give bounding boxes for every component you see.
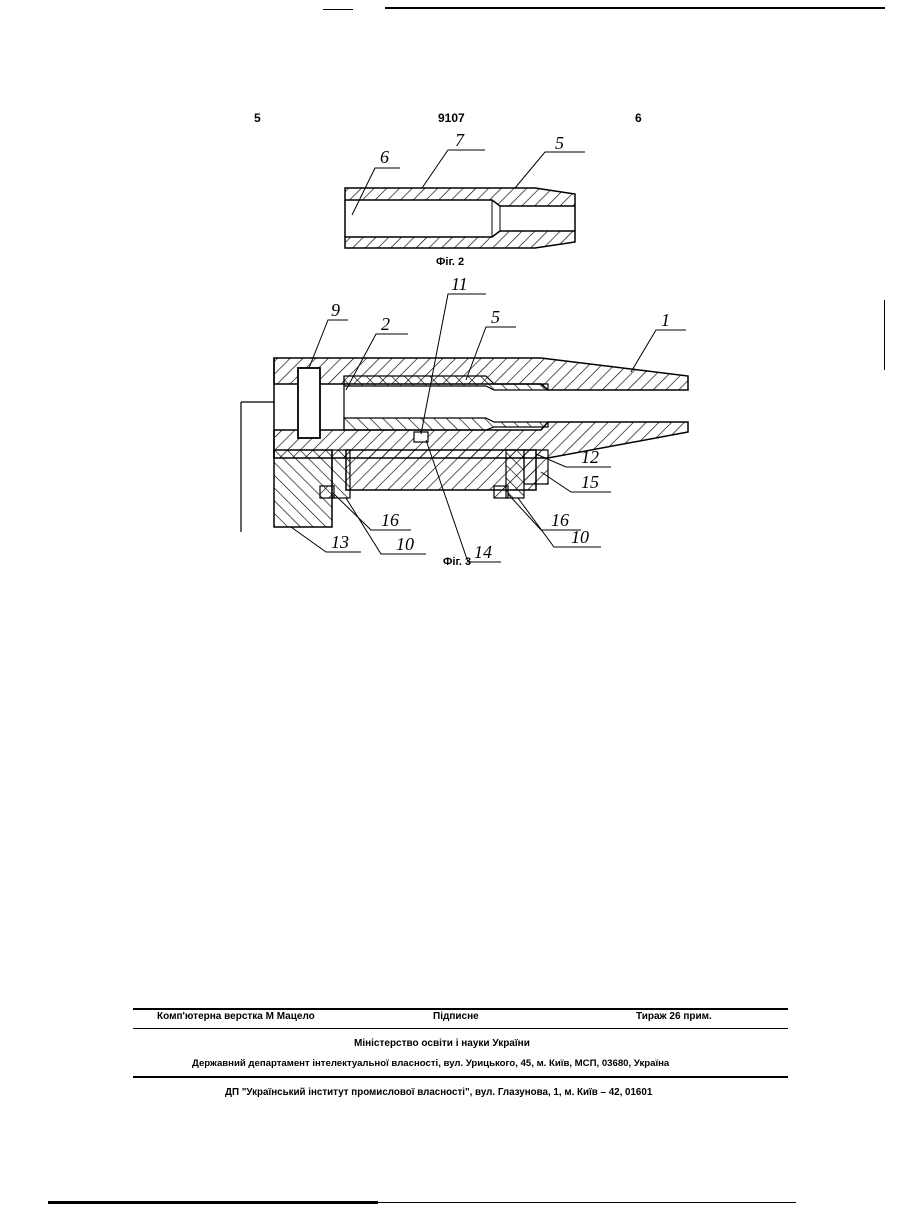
fig3-label-9: 9 — [331, 300, 340, 320]
right-margin-mark — [884, 300, 885, 370]
bottom-rule-thick — [48, 1201, 378, 1204]
fig3-leader-1 — [631, 330, 686, 372]
fig3-label-12: 12 — [581, 447, 599, 467]
figure-2-drawing: 6 7 5 — [330, 130, 600, 258]
fig3-label-14: 14 — [474, 542, 492, 562]
fig3-label-16-left: 16 — [381, 510, 399, 530]
ministry-line: Міністерство освіти і науки України — [354, 1038, 530, 1049]
fig3-label-1: 1 — [661, 310, 670, 330]
fig2-leader-7 — [422, 150, 485, 188]
fig2-label-7: 7 — [455, 130, 465, 150]
top-rule-long — [385, 7, 885, 9]
fig3-label-5: 5 — [491, 307, 500, 327]
page-number-left: 5 — [254, 111, 261, 125]
department-line: Державний департамент інтелектуальної вл… — [192, 1058, 669, 1069]
imprint-rule-2 — [133, 1028, 788, 1029]
institute-line: ДП "Український інститут промислової вла… — [225, 1087, 652, 1098]
imprint-rule-3 — [133, 1076, 788, 1078]
layout-credit: Комп'ютерна верстка М Мацело — [157, 1011, 315, 1022]
fig3-bolt-right — [506, 450, 524, 498]
fig3-sleeve-bottom — [344, 418, 548, 430]
fig2-label-5: 5 — [555, 133, 564, 153]
fig3-label-10-right: 10 — [571, 527, 589, 547]
top-rule-short — [323, 9, 353, 10]
fig3-label-16-right: 16 — [551, 510, 569, 530]
fig3-label-10-left: 10 — [396, 534, 414, 554]
fig3-pin-9 — [298, 368, 320, 438]
fig3-label-2: 2 — [381, 314, 390, 334]
page-number-right: 6 — [635, 111, 642, 125]
fig3-clamp-right — [524, 450, 548, 484]
fig2-sleeve-top-wall — [345, 188, 575, 206]
fig3-leader-13 — [291, 527, 361, 552]
fig2-sleeve-bottom-wall — [345, 231, 575, 248]
imprint-rule-1 — [133, 1008, 788, 1010]
figure-3-drawing: 9 2 11 5 1 12 15 16 10 16 10 13 14 — [236, 272, 706, 572]
fig3-bolt-left — [332, 450, 350, 498]
fig3-label-11: 11 — [451, 274, 468, 294]
fig3-leader-15 — [541, 472, 611, 492]
figure-2-caption: Фіг. 2 — [436, 256, 464, 268]
fig3-nut-right — [494, 486, 508, 498]
fig3-label-13: 13 — [331, 532, 349, 552]
fig2-leader-5 — [515, 152, 585, 188]
fig2-label-6: 6 — [380, 147, 389, 167]
print-run: Тираж 26 прим. — [636, 1011, 712, 1022]
bottom-rule-thin — [378, 1202, 796, 1203]
figure-3-caption: Фіг. 3 — [443, 556, 471, 568]
fig3-nut-left — [320, 486, 334, 498]
fig3-leader-16-left — [334, 494, 411, 530]
subscription-note: Підписне — [433, 1011, 479, 1022]
patent-number: 9107 — [438, 111, 465, 125]
fig3-label-15: 15 — [581, 472, 599, 492]
